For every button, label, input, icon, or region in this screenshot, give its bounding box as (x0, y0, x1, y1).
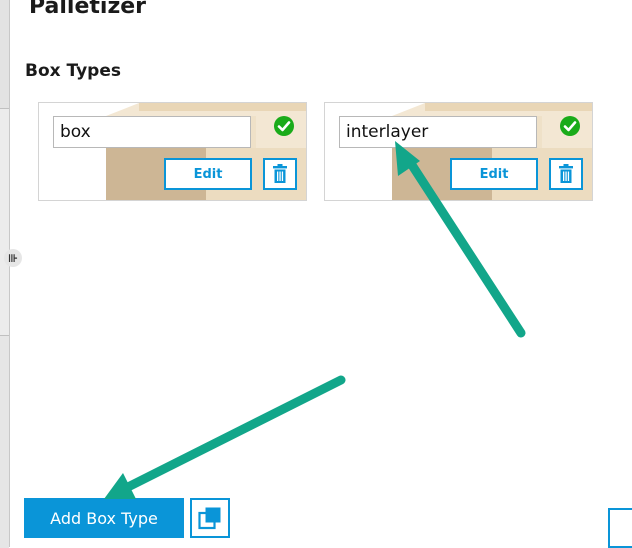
annotation-arrow (104, 375, 346, 499)
delete-button[interactable] (263, 158, 297, 190)
edit-button[interactable]: Edit (164, 158, 252, 190)
panel-collapse-handle-icon[interactable]: ⊪ (4, 249, 22, 267)
section-title: Box Types (25, 61, 121, 81)
box-name-input[interactable] (53, 116, 251, 148)
duplicate-button[interactable] (190, 498, 230, 538)
add-box-type-button[interactable]: Add Box Type (24, 498, 184, 538)
page-title: Palletizer (29, 0, 147, 19)
partial-button[interactable] (608, 508, 632, 548)
box-name-input[interactable] (339, 116, 537, 148)
trash-icon (559, 164, 573, 183)
left-panel-edge (0, 0, 10, 548)
left-panel-segment (0, 335, 9, 548)
delete-button[interactable] (549, 158, 583, 190)
check-circle-icon (560, 116, 580, 136)
left-panel-segment (0, 0, 9, 109)
box-type-card: Edit (324, 102, 593, 201)
trash-icon (273, 164, 287, 183)
edit-button[interactable]: Edit (450, 158, 538, 190)
box-type-card: Edit (38, 102, 307, 201)
duplicate-icon (198, 507, 221, 530)
check-circle-icon (274, 116, 294, 136)
